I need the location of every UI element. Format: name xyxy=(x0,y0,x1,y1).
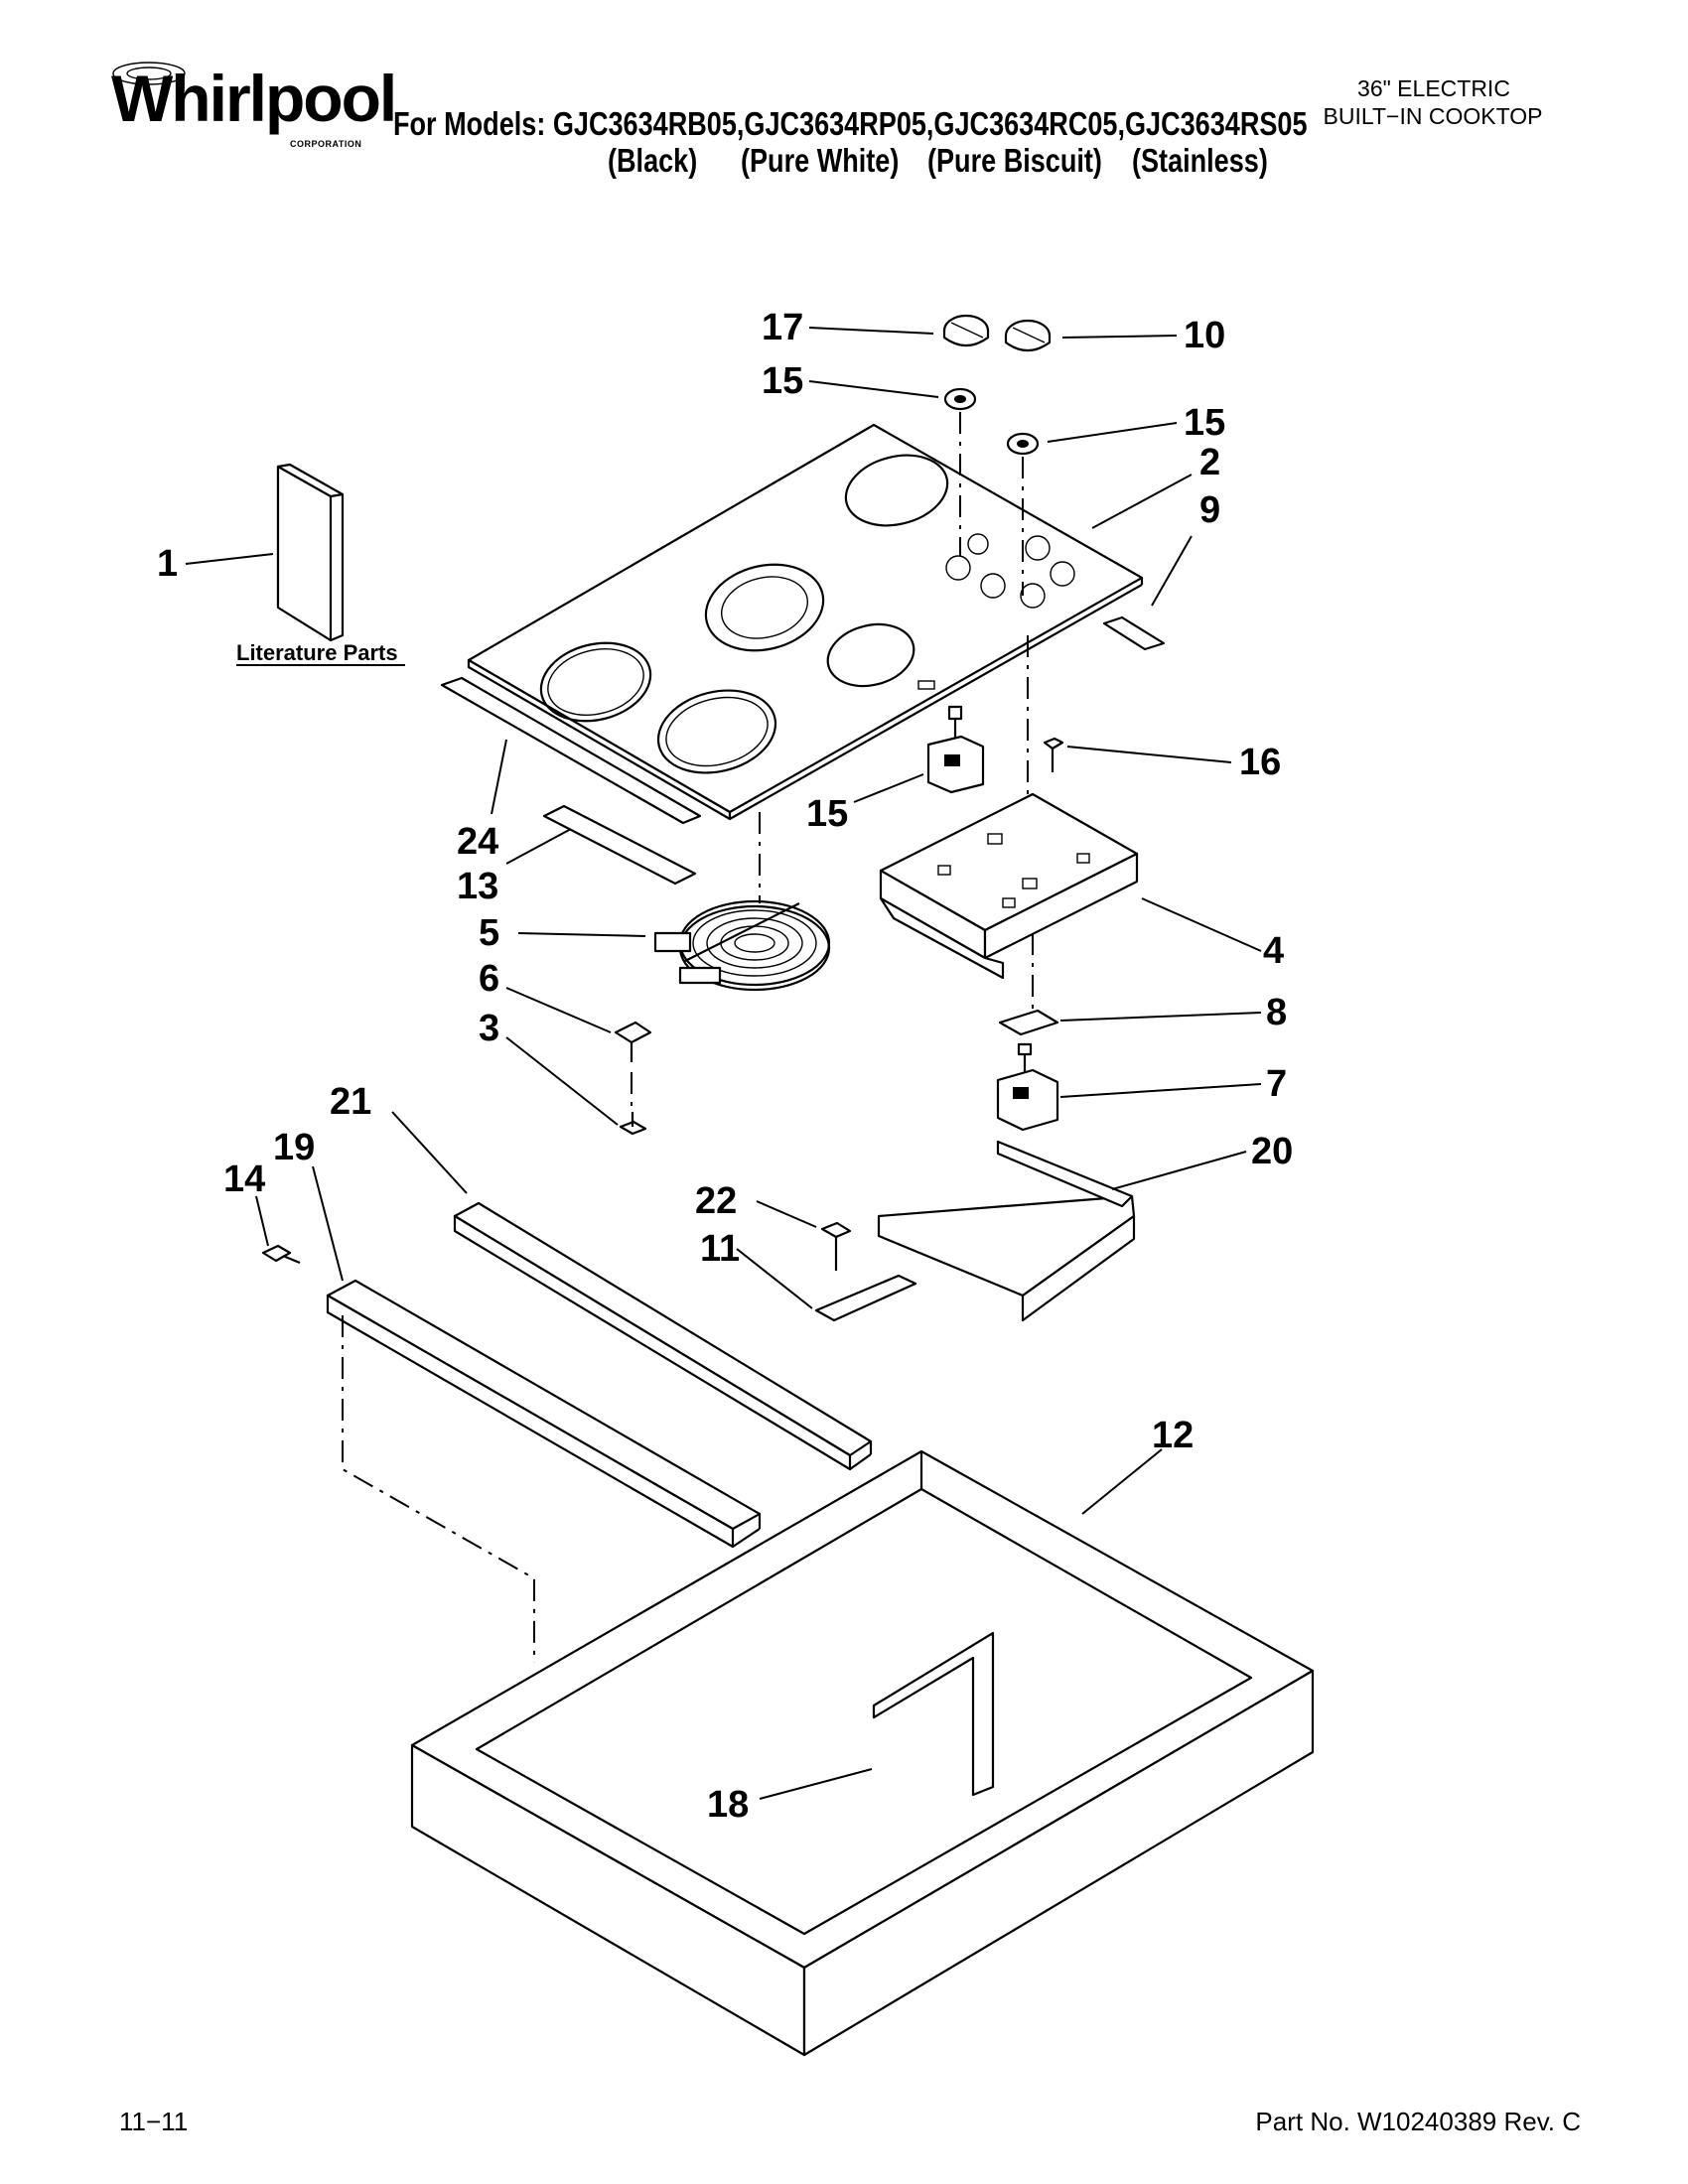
models-line: For Models: GJC3634RB05,GJC3634RP05,GJC3… xyxy=(393,105,1308,142)
callout-leaders xyxy=(185,327,1262,1800)
callout-20: 19 xyxy=(273,1127,315,1168)
callout-23: 22 xyxy=(695,1180,737,1222)
callout-4: 4 xyxy=(1263,930,1284,972)
product-type-line2: BUILT−IN COOKTOP xyxy=(1323,103,1543,129)
screw-17 xyxy=(1043,737,1064,772)
infinite-switch-7 xyxy=(996,1042,1059,1132)
bracket-13 xyxy=(542,804,697,886)
whirlpool-swoosh-logo xyxy=(112,62,186,85)
screw-23 xyxy=(820,1221,852,1271)
callout-9: 9 xyxy=(1199,489,1220,531)
callout-13: 13 xyxy=(457,866,498,907)
bracket-8 xyxy=(998,1009,1059,1036)
callout-19: 18 xyxy=(707,1784,749,1826)
callout-2: 2 xyxy=(1199,442,1220,483)
whirlpool-logo: Whirlpool xyxy=(111,62,397,135)
callout-8: 8 xyxy=(1266,992,1287,1033)
front-trim-strip xyxy=(440,676,702,825)
callout-7: 7 xyxy=(1266,1063,1287,1105)
infinite-switch-16 xyxy=(926,705,985,794)
literature-parts-book xyxy=(276,463,345,642)
callout-12: 12 xyxy=(1152,1415,1194,1456)
screw-3 xyxy=(619,1112,647,1136)
screw-14 xyxy=(261,1244,301,1265)
product-type-line1: 36" ELECTRIC xyxy=(1357,75,1510,101)
control-box-4 xyxy=(879,792,1139,980)
rail-22 xyxy=(453,1201,873,1471)
color-pure-biscuit: (Pure Biscuit) xyxy=(927,142,1102,179)
callout-16: 15 xyxy=(806,793,848,835)
knob-bezel-15-right xyxy=(1006,432,1040,456)
cooktop-glass xyxy=(467,423,1144,821)
callout-15-right: 15 xyxy=(1184,402,1225,444)
knob-bezel-15-left xyxy=(943,387,977,411)
callout-14: 14 xyxy=(223,1159,265,1200)
knob-10 xyxy=(1004,319,1052,352)
callout-24: 24 xyxy=(457,821,498,863)
bracket-21 xyxy=(877,1140,1136,1322)
callout-15-left: 15 xyxy=(762,360,803,402)
bracket-19 xyxy=(872,1631,995,1797)
callout-6: 6 xyxy=(479,958,499,1000)
callout-18: 17 xyxy=(762,307,803,348)
date-code: 11−11 xyxy=(119,2107,189,2136)
callout-labels: 17 15 10 15 2 9 1 16 15 24 13 5 4 6 3 8 … xyxy=(157,307,1293,1826)
callout-17: 16 xyxy=(1239,742,1281,783)
bracket-11 xyxy=(814,1274,917,1322)
color-pure-white: (Pure White) xyxy=(741,142,900,179)
callout-3: 3 xyxy=(479,1008,499,1049)
color-stainless: (Stainless) xyxy=(1132,142,1268,179)
callout-5: 5 xyxy=(479,912,499,954)
trim-strip-9 xyxy=(1102,615,1166,651)
frame-12 xyxy=(410,1449,1315,2057)
assembly-lines xyxy=(342,412,1034,1663)
knob-18 xyxy=(942,314,990,347)
callout-11: 11 xyxy=(700,1228,740,1270)
surface-element-5 xyxy=(653,899,831,992)
color-black: (Black) xyxy=(608,142,698,179)
callout-10: 10 xyxy=(1184,315,1225,356)
clip-6 xyxy=(614,1021,652,1062)
literature-parts-label: Literature Parts xyxy=(236,640,398,665)
callout-1: 1 xyxy=(157,543,178,585)
callout-22: 21 xyxy=(330,1081,371,1123)
rail-20 xyxy=(326,1279,762,1549)
part-number: Part No. W10240389 Rev. C xyxy=(1255,2107,1581,2136)
logo-corporation-text: CORPORATION xyxy=(290,139,362,149)
callout-21: 20 xyxy=(1251,1131,1293,1172)
